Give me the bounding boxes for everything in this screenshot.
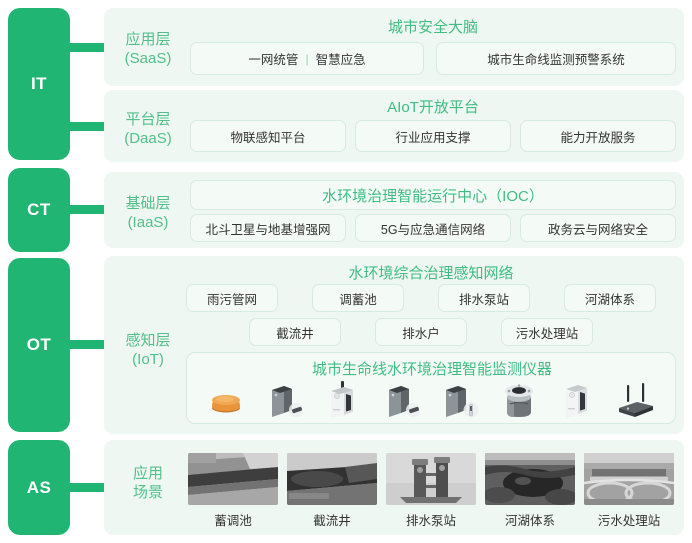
dark-cabinet-sensor-device-2 (379, 377, 425, 423)
scenario-item-interception-well: 截流井 (287, 453, 377, 529)
pill-label-5g-emergency-network: 5G与应急通信网络 (380, 222, 486, 237)
scenarios-label-line1: 应用 (132, 465, 163, 482)
pill-drainage-pump-station: 排水泵站 (438, 284, 530, 312)
pill-label-zhihui-yingji: 智慧应急 (315, 53, 366, 67)
sensing-layer-label: 感知层 (IoT) (112, 331, 184, 369)
pill-label-sewage-treatment-station: 污水处理站 (515, 326, 579, 341)
scenarios-label-line2: 场景 (132, 484, 163, 501)
sensing-layer-panel: 感知层 (IoT) 水环境综合治理感知网络 雨污管网 调蓄池 排水泵站 河湖体系… (104, 256, 684, 434)
scenario-item-drainage-pump-station: 排水泵站 (386, 453, 476, 529)
spine-block-as: AS (8, 440, 70, 535)
application-layer-label: 应用层 (SaaS) (112, 30, 184, 68)
application-layer-label-line2: (SaaS) (124, 50, 172, 67)
sensing-layer-label-line2: (IoT) (132, 351, 164, 368)
pill-label-industry-application-support: 行业应用支撑 (395, 130, 471, 145)
connector-ct-infrastructure (68, 205, 104, 214)
white-cabinet-device (554, 377, 600, 423)
pill-city-lifeline-monitoring-warning-system: 城市生命线监测预警系统 (436, 42, 676, 75)
pill-label-iot-sensing-platform: 物联感知平台 (230, 130, 306, 145)
spine-block-ot: OT (8, 258, 70, 432)
scenario-item-sewage-treatment-plant: 污水处理站 (584, 453, 674, 529)
pill-label-river-lake-system: 河湖体系 (584, 292, 635, 307)
pill-yiwang-tongguan-zhihui-yingji: 一网统管 | 智慧应急 (190, 42, 424, 75)
dark-cabinet-sensor-device (262, 377, 308, 423)
pill-label-yiwang-tongguan: 一网统管 (248, 53, 299, 67)
pill-drainage-household: 排水户 (375, 318, 467, 346)
pill-label-storage-regulation-tank: 调蓄池 (339, 292, 377, 307)
scenario-caption-storage-regulation-tank: 蓄调池 (214, 514, 252, 528)
pill-interception-well: 截流井 (249, 318, 341, 346)
pill-label-interception-well: 截流井 (276, 326, 314, 341)
platform-layer-label-line1: 平台层 (125, 111, 171, 128)
connector-it-platform (68, 122, 104, 131)
infrastructure-layer-label-line1: 基础层 (125, 195, 171, 212)
application-layer-title: 城市安全大脑 (387, 19, 478, 36)
pill-separator: | (305, 51, 309, 66)
pill-label-capability-open-service: 能力开放服务 (560, 130, 636, 145)
pill-5g-emergency-communication-network: 5G与应急通信网络 (355, 214, 511, 242)
pill-label-drainage-household: 排水户 (402, 326, 440, 341)
application-layer-label-line1: 应用层 (125, 31, 171, 48)
sensing-network-title: 水环境综合治理感知网络 (348, 265, 514, 282)
scenario-caption-interception-well: 截流井 (313, 514, 351, 528)
pill-river-lake-system: 河湖体系 (564, 284, 656, 312)
scenario-caption-river-lake-system: 河湖体系 (504, 514, 555, 528)
pill-storage-regulation-tank: 调蓄池 (312, 284, 404, 312)
application-layer-panel: 应用层 (SaaS) 城市安全大脑 一网统管 | 智慧应急 城市生命线监测预警系… (104, 8, 684, 86)
spine-block-it: IT (8, 8, 70, 160)
scenarios-label: 应用 场景 (112, 464, 184, 502)
storage-regulation-tank-photo (188, 453, 278, 505)
connector-as-scenarios (68, 483, 104, 492)
infrastructure-layer-label-line2: (IaaS) (127, 214, 169, 231)
pill-label-beidou-satellite: 北斗卫星与地基增强网 (205, 222, 331, 237)
pill-label-government-cloud-security: 政务云与网络安全 (547, 222, 648, 237)
pill-storm-sewage-pipe-network: 雨污管网 (186, 284, 278, 312)
monitoring-instruments-panel: 城市生命线水环境治理智能监测仪器 (186, 352, 676, 424)
connector-ot-sensing (68, 340, 104, 349)
manhole-cylinder-sensor-device (496, 377, 542, 423)
spine-label-ct: CT (27, 200, 51, 219)
infrastructure-layer-label: 基础层 (IaaS) (112, 194, 184, 232)
spine-label-as: AS (26, 477, 52, 497)
river-lake-system-photo (485, 453, 575, 505)
pill-industry-application-support: 行业应用支撑 (355, 120, 511, 152)
platform-layer-label: 平台层 (DaaS) (112, 110, 184, 148)
infrastructure-layer-panel: 基础层 (IaaS) 水环境治理智能运行中心（IOC） 北斗卫星与地基增强网 5… (104, 172, 684, 248)
pill-beidou-satellite-ground-augmentation: 北斗卫星与地基增强网 (190, 214, 346, 242)
platform-layer-label-line2: (DaaS) (124, 130, 172, 147)
dome-sensor-device (203, 377, 249, 423)
pill-capability-open-service: 能力开放服务 (520, 120, 676, 152)
pill-label-drainage-pump-station: 排水泵站 (458, 292, 509, 307)
pill-label-storm-sewage-pipe-network: 雨污管网 (206, 292, 257, 307)
banner-water-environment-ioc: 水环境治理智能运行中心（IOC） (190, 180, 676, 210)
scenario-item-river-lake-system: 河湖体系 (485, 453, 575, 529)
scenario-caption-sewage-treatment-plant: 污水处理站 (597, 514, 661, 528)
pill-sewage-treatment-station: 污水处理站 (501, 318, 593, 346)
scenario-caption-drainage-pump-station: 排水泵站 (405, 514, 456, 528)
spine-label-it: IT (30, 74, 48, 93)
connector-it-application (68, 43, 104, 52)
sewage-treatment-plant-photo (584, 453, 674, 505)
interception-well-photo (287, 453, 377, 505)
scenario-item-storage-regulation-tank: 蓄调池 (188, 453, 278, 529)
spine-block-ct: CT (8, 168, 70, 252)
device-row (187, 379, 675, 423)
banner-label-water-environment-ioc: 水环境治理智能运行中心（IOC） (322, 187, 544, 205)
monitoring-instruments-title: 城市生命线水环境治理智能监测仪器 (311, 361, 552, 378)
pill-iot-sensing-platform: 物联感知平台 (190, 120, 346, 152)
platform-layer-title: AIoT开放平台 (387, 99, 479, 116)
pill-government-cloud-network-security: 政务云与网络安全 (520, 214, 676, 242)
platform-layer-panel: 平台层 (DaaS) AIoT开放平台 物联感知平台 行业应用支撑 能力开放服务 (104, 90, 684, 162)
sensing-layer-label-line1: 感知层 (125, 332, 171, 349)
white-probe-monitor-device (320, 377, 366, 423)
scenarios-panel: 应用 场景 蓄调池 (104, 440, 684, 535)
spine-label-ot: OT (26, 335, 52, 354)
dark-cabinet-probe-device (437, 377, 483, 423)
pill-label-city-lifeline-monitoring: 城市生命线监测预警系统 (487, 53, 625, 67)
antenna-gateway-device (613, 377, 659, 423)
drainage-pump-station-photo (386, 453, 476, 505)
